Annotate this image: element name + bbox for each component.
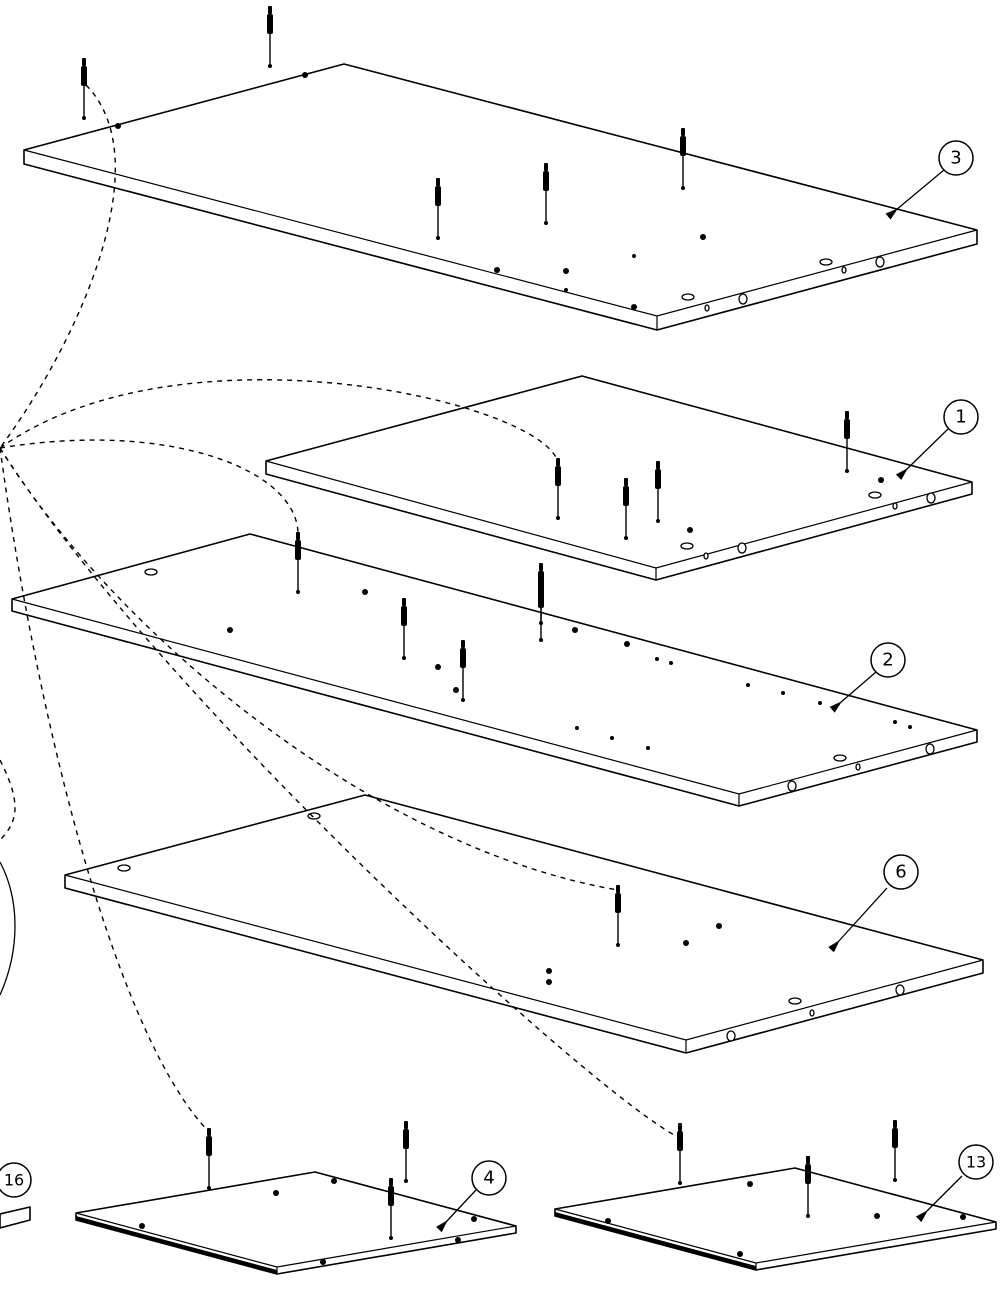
explode-paths <box>0 84 681 1139</box>
detail-circle-arc <box>0 861 16 996</box>
balloon-1: 1 <box>943 399 979 435</box>
balloon-3: 3 <box>938 140 974 176</box>
balloon-16: 16 <box>0 1162 32 1198</box>
panel-3 <box>23 63 978 331</box>
panel-16-partial <box>0 1206 31 1229</box>
panel-6 <box>64 794 984 1054</box>
balloon-6-label: 6 <box>895 862 906 883</box>
balloon-2: 2 <box>870 642 906 678</box>
panel-4 <box>75 1171 517 1275</box>
balloon-16-label: 16 <box>4 1171 24 1190</box>
balloon-2-label: 2 <box>882 650 893 671</box>
balloon-6: 6 <box>883 854 919 890</box>
leader-lines <box>436 169 963 1233</box>
panel-2 <box>11 533 978 807</box>
balloon-3-label: 3 <box>950 148 961 169</box>
balloon-4-label: 4 <box>483 1168 494 1189</box>
balloon-13: 13 <box>958 1144 994 1180</box>
panel-13 <box>554 1167 997 1271</box>
balloon-1-label: 1 <box>955 407 966 428</box>
balloon-13-label: 13 <box>966 1153 986 1172</box>
panel-1 <box>265 375 973 581</box>
balloon-4: 4 <box>471 1160 507 1196</box>
